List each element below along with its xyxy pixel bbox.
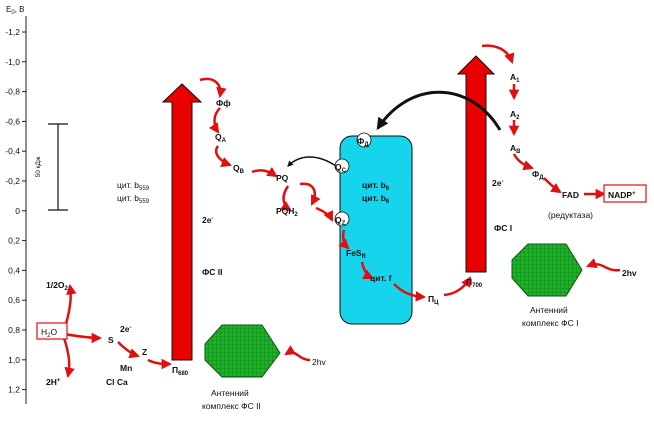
label-a1: A1 — [510, 72, 520, 84]
label-2e-ps2: 2e- — [202, 215, 213, 225]
qc-circle — [334, 158, 350, 174]
scale-bar-label: 50 кДж — [35, 156, 42, 177]
axis-tick-label: 0 — [15, 206, 20, 216]
energy-scale-bar: 50 кДж — [35, 123, 68, 211]
label-ab: AB — [510, 143, 521, 155]
h2o-box — [36, 322, 68, 340]
axis-tick-label: -0,2 — [5, 176, 20, 186]
fd-circle — [356, 132, 372, 148]
label-cyt-f: цит. f — [370, 273, 392, 283]
label-fad: FAD — [562, 190, 579, 200]
axis-tick-label: -1,2 — [5, 27, 20, 37]
electron-transport-arrows — [62, 44, 621, 379]
label-s: S — [108, 335, 114, 345]
label-qb: QB — [233, 163, 245, 175]
ps1-excitation-arrow — [456, 55, 496, 273]
label-2e-ps1: 2e- — [492, 178, 503, 188]
nadp-box — [603, 184, 647, 203]
label-fd: ФД — [357, 136, 369, 148]
label-2h: 2H+ — [46, 377, 61, 387]
axis-tick-label: 0,4 — [8, 265, 20, 275]
label-mn: Mn — [120, 363, 132, 373]
label-qz: QZ — [335, 215, 346, 227]
label-pq: PQ — [276, 173, 289, 183]
label-qc: QC — [335, 162, 347, 174]
label-p700: П700 — [466, 277, 483, 289]
label-z: Z — [142, 347, 147, 357]
axis-tick-label: 1,2 — [8, 385, 20, 395]
label-pc: ПЦ — [428, 294, 439, 306]
label-antenna-ps1-2: комплекс ФС I — [522, 318, 578, 328]
label-p680: П680 — [172, 365, 189, 377]
label-antenna-ps2-2: комплекс ФС II — [202, 401, 261, 411]
label-cyt-b6-2: цит. b6 — [362, 193, 390, 205]
label-a2: A2 — [510, 109, 520, 121]
label-cl-ca: Cl Ca — [106, 377, 128, 387]
qc-to-pq-arrow — [287, 156, 337, 167]
label-cyt-b559-1: цит. b559 — [117, 180, 150, 192]
qz-circle — [334, 211, 350, 227]
label-hv-ps2: 2hv — [312, 357, 326, 367]
axis-tick-label: -0,6 — [5, 116, 20, 126]
label-ps2: ФС II — [202, 267, 222, 277]
label-hv-ps1: 2hv — [622, 268, 637, 278]
energy-axis: E0, В -1,2 -1,0 -0,8 -0,6 -0,4 -0,2 0 0,2 0,4 0,6… — [5, 5, 27, 404]
label-reductase: (редуктаза) — [548, 210, 593, 220]
label-2e-water: 2e- — [120, 324, 131, 334]
axis-tick-label: -0,8 — [5, 87, 20, 97]
axis-tick-label: 0,6 — [8, 295, 20, 305]
label-h2o: H2O — [41, 327, 57, 339]
label-cyt-b6-1: цит. b6 — [362, 180, 390, 192]
axis-tick-label: 0,8 — [8, 325, 20, 335]
axis-tick-label: -1,0 — [5, 57, 20, 67]
label-ps1: ФС I — [494, 223, 512, 233]
label-cyt-b559-2: цит. b559 — [117, 193, 150, 205]
svg-text:E0, В: E0, В — [6, 5, 24, 16]
label-fd2: ФД — [532, 169, 544, 181]
axis-tick-label: 1,0 — [8, 355, 20, 365]
label-pqh2: PQH2 — [276, 206, 298, 218]
label-qa: QA — [215, 132, 227, 144]
label-antenna-ps2-1: Антенний — [211, 388, 249, 398]
ps2-excitation-arrow — [161, 83, 203, 361]
label-nadp: NADP+ — [608, 190, 636, 200]
antenna-ps1 — [511, 243, 583, 297]
axis-tick-label: -0,4 — [5, 146, 20, 156]
label-ff: Фф — [216, 98, 231, 108]
label-fesr: FeSR — [346, 248, 367, 260]
label-half-o2: 1/2O2 — [46, 280, 68, 292]
antenna-ps2 — [204, 324, 281, 378]
cytochrome-b6f-complex — [339, 135, 413, 325]
label-antenna-ps1-1: Антенний — [530, 305, 568, 315]
axis-tick-label: 0,2 — [8, 236, 20, 246]
cyclic-electron-arrow — [376, 90, 502, 131]
